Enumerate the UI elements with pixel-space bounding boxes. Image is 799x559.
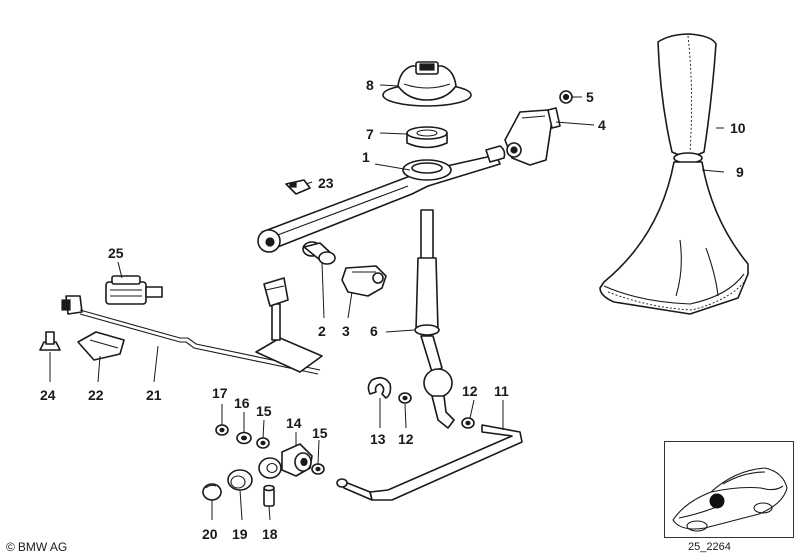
part-22-holder[interactable] — [77, 331, 125, 361]
part-7-bushing[interactable] — [406, 126, 448, 149]
callout-7: 7 — [366, 126, 374, 142]
copyright: © BMW AG — [6, 540, 67, 554]
part-14-joint[interactable] — [281, 443, 313, 477]
callout-5: 5 — [586, 89, 594, 105]
part-2-bushing[interactable] — [302, 241, 336, 265]
callout-2: 2 — [318, 323, 326, 339]
callout-4: 4 — [598, 117, 606, 133]
leader-lines — [49, 84, 725, 521]
callout-21: 21 — [146, 387, 162, 403]
part-10-knob[interactable] — [657, 33, 717, 164]
callout-6: 6 — [370, 323, 378, 339]
callout-12-lower: 12 — [398, 431, 414, 447]
part-21-cable[interactable] — [61, 295, 321, 375]
callout-22: 22 — [88, 387, 104, 403]
car-location-icon — [672, 467, 788, 532]
callout-20: 20 — [202, 526, 218, 542]
part-20-cap[interactable] — [202, 483, 222, 501]
callout-labels: 8 7 1 5 4 10 9 23 25 2 3 6 21 22 24 11 1… — [40, 77, 746, 542]
part-12-washer[interactable] — [398, 392, 475, 429]
callout-13: 13 — [370, 431, 386, 447]
callout-15-left: 15 — [256, 403, 272, 419]
callout-17: 17 — [212, 385, 228, 401]
callout-3: 3 — [342, 323, 350, 339]
part-16-washer[interactable] — [236, 431, 252, 445]
callout-8: 8 — [366, 77, 374, 93]
part-24-clip[interactable] — [39, 331, 61, 351]
part-18-pin[interactable] — [263, 484, 275, 507]
copyright-symbol: © — [6, 540, 15, 554]
part-1-selector-arm[interactable] — [257, 145, 506, 253]
part-23-clip[interactable] — [285, 179, 311, 195]
location-dot-icon — [709, 493, 725, 509]
part-17-washer[interactable] — [215, 424, 229, 436]
vehicle-location-inset — [664, 441, 794, 538]
callout-19: 19 — [232, 526, 248, 542]
callout-24: 24 — [40, 387, 56, 403]
part-25-switch[interactable] — [105, 275, 163, 305]
callout-11: 11 — [494, 383, 509, 399]
part-8-boot[interactable] — [382, 61, 472, 107]
part-6-shift-rod[interactable] — [414, 209, 455, 429]
reference-code: 25_2264 — [688, 541, 731, 553]
callout-9: 9 — [736, 164, 744, 180]
part-5-nut[interactable] — [559, 90, 573, 104]
part-13-clip[interactable] — [367, 376, 392, 399]
part-19-bushing[interactable] — [227, 457, 282, 491]
callout-25: 25 — [108, 245, 124, 261]
callout-18: 18 — [262, 526, 278, 542]
callout-16: 16 — [234, 395, 250, 411]
callout-14: 14 — [286, 415, 302, 431]
copyright-text: BMW AG — [17, 540, 68, 554]
part-9-gaiter[interactable] — [599, 161, 749, 315]
part-11-selector-rod[interactable] — [336, 424, 523, 501]
callout-12-upper: 12 — [462, 383, 478, 399]
part-4-bracket[interactable] — [504, 107, 561, 166]
callout-1: 1 — [362, 149, 370, 165]
callout-23: 23 — [318, 175, 334, 191]
part-switch-plate[interactable] — [255, 277, 323, 373]
part-3-clip[interactable] — [341, 265, 387, 297]
callout-10: 10 — [730, 120, 746, 136]
callout-15-right: 15 — [312, 425, 328, 441]
